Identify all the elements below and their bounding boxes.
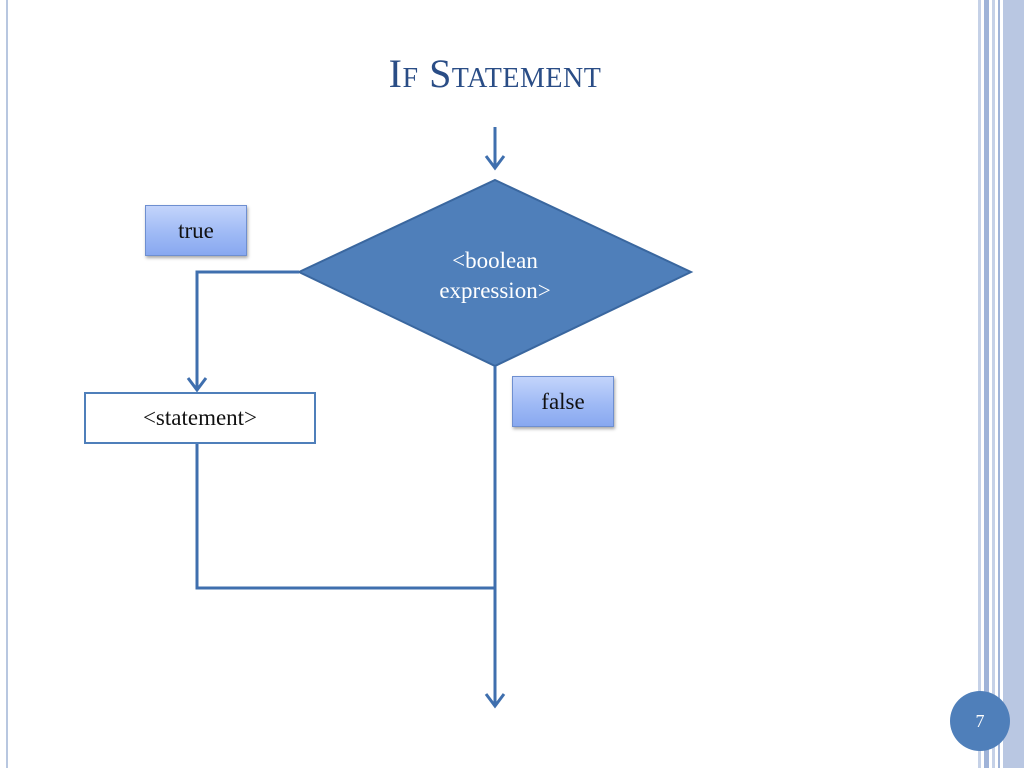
page-number: 7 [950,691,1010,751]
right-border-stripe-3 [992,0,995,768]
true-label: true [145,205,247,256]
right-border-band [1003,0,1024,768]
decision-text-line-1: <boolean [452,248,538,273]
slide-title: If Statement [388,51,602,96]
decision-text: <boolean expression> [395,246,595,306]
statement-box: <statement> [84,392,316,444]
decision-text-line-2: expression> [439,278,551,303]
false-label: false [512,376,614,427]
true-branch-line [195,270,299,388]
left-border-rule [6,0,8,768]
entry-arrowhead [484,155,506,171]
right-border-stripe-4 [998,0,1000,768]
right-border-stripe-2 [984,0,989,768]
statement-return-line [195,444,495,590]
exit-arrowhead [484,693,506,709]
right-border-stripe-1 [978,0,981,768]
true-branch-arrowhead [186,377,208,393]
